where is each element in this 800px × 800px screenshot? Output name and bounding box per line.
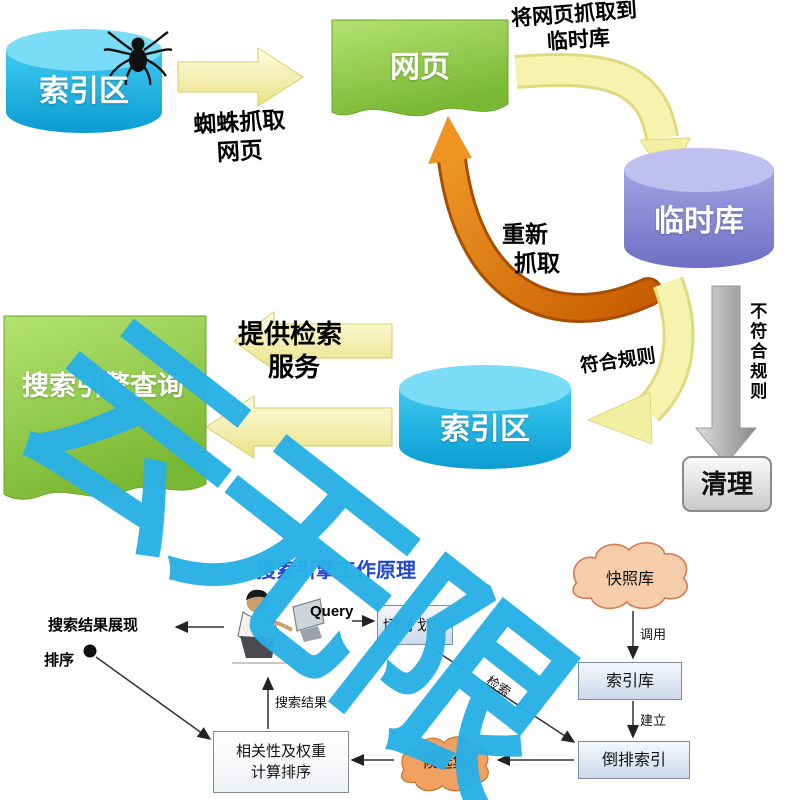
person-computer-clipart xyxy=(232,589,330,664)
doc-query-shape xyxy=(3,315,207,500)
cloud-candidate-shape xyxy=(400,736,489,792)
query-label: Query xyxy=(310,603,354,620)
inverted-index-box: 倒排索引 xyxy=(578,741,690,779)
label-no-match-rule: 不符合规则 xyxy=(747,302,767,402)
index-lib-box: 索引库 xyxy=(578,662,682,700)
note-spider: 蜘蛛抓取 网页 xyxy=(193,106,288,168)
note-recrawl-line2: 抓取 xyxy=(514,249,560,276)
spider-icon xyxy=(103,31,173,86)
cloud-snapshot-shape xyxy=(572,542,688,610)
note-crawl: 将网页抓取到 临时库 xyxy=(510,0,639,59)
arrow-recrawl-orange xyxy=(428,116,663,323)
doc-webpage-label: 网页 xyxy=(390,51,450,84)
note-serve-line1: 提供检索 xyxy=(238,319,343,349)
rank-box: 相关性及权重 计算排序 xyxy=(213,731,349,793)
note-serve: 提供检索 服务 xyxy=(238,318,342,383)
label-call: 调用 xyxy=(640,627,667,642)
label-result: 搜索结果 xyxy=(275,695,328,710)
label-build: 建立 xyxy=(640,713,667,728)
database-index-top xyxy=(6,29,162,133)
segment-box: 切词 划词 xyxy=(377,605,453,645)
bottom-title: 搜索引擎工作原理 xyxy=(256,560,416,582)
rank-box-line1: 相关性及权重 xyxy=(235,743,326,760)
rank-box-line2: 计算排序 xyxy=(250,764,311,781)
clean-box: 清理 xyxy=(682,456,772,512)
note-serve-line2: 服务 xyxy=(268,351,321,382)
arrow-serve-lower xyxy=(205,395,393,459)
database-temp xyxy=(624,148,774,268)
doc-query-label: 搜索引擎查询 xyxy=(22,371,184,401)
arrow-no-match-gray xyxy=(694,285,758,465)
arrow-crawl-right xyxy=(177,47,304,107)
note-recrawl: 重新 抓取 xyxy=(502,220,560,278)
note-recrawl-line1: 重新 xyxy=(502,221,548,247)
display-line1: 搜索结果展现 xyxy=(48,617,139,634)
note-spider-line1: 蜘蛛抓取 xyxy=(192,106,286,138)
cloud-snapshot-label: 快照库 xyxy=(605,571,654,588)
sort-dot xyxy=(83,644,97,658)
db-temp-label: 临时库 xyxy=(654,205,744,238)
arrow-serve-upper xyxy=(233,311,393,371)
database-index-mid xyxy=(399,365,571,469)
db-index-left-label: 索引区 xyxy=(39,75,129,108)
note-spider-line2: 网页 xyxy=(216,136,264,165)
display-line2: 排序 xyxy=(44,652,75,669)
doc-webpage-shape xyxy=(331,19,509,117)
arrow-temp-to-index xyxy=(586,276,695,445)
bottom-connectors xyxy=(95,611,639,766)
cloud-candidate-label: 候选集 xyxy=(422,754,468,771)
db-index-mid-label: 索引区 xyxy=(440,413,530,446)
